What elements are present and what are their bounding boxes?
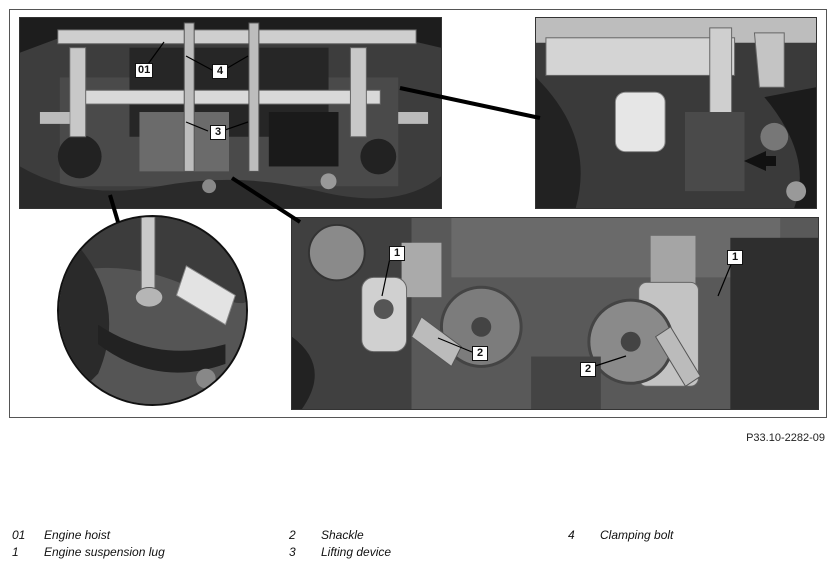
legend-label: Engine hoist bbox=[44, 528, 111, 542]
callout-2-left: 2 bbox=[472, 346, 488, 361]
suspension-lug-detail-photo bbox=[291, 217, 819, 410]
legend-label: Shackle bbox=[321, 528, 364, 542]
legend: 01 Engine hoist 1 Engine suspension lug … bbox=[0, 526, 837, 566]
legend-number: 01 bbox=[12, 528, 26, 542]
callout-3: 3 bbox=[210, 125, 226, 140]
callout-01: 01 bbox=[135, 63, 154, 78]
callout-1-right: 1 bbox=[727, 250, 743, 265]
legend-number: 3 bbox=[289, 545, 296, 559]
zoom-detail-circle bbox=[57, 215, 248, 406]
legend-number: 1 bbox=[12, 545, 19, 559]
legend-label: Clamping bolt bbox=[600, 528, 674, 542]
engine-bay-photo bbox=[19, 17, 442, 209]
legend-number: 4 bbox=[568, 528, 575, 542]
callout-2-right: 2 bbox=[580, 362, 596, 377]
callout-1-left: 1 bbox=[389, 246, 405, 261]
hoist-detail-photo bbox=[535, 17, 817, 209]
legend-label: Engine suspension lug bbox=[44, 545, 165, 559]
figure-reference-code: P33.10-2282-09 bbox=[746, 432, 825, 444]
legend-number: 2 bbox=[289, 528, 296, 542]
legend-label: Lifting device bbox=[321, 545, 392, 559]
callout-4: 4 bbox=[212, 64, 228, 79]
pointer-arrow-tail bbox=[764, 156, 776, 166]
pointer-arrow-icon bbox=[744, 151, 766, 171]
